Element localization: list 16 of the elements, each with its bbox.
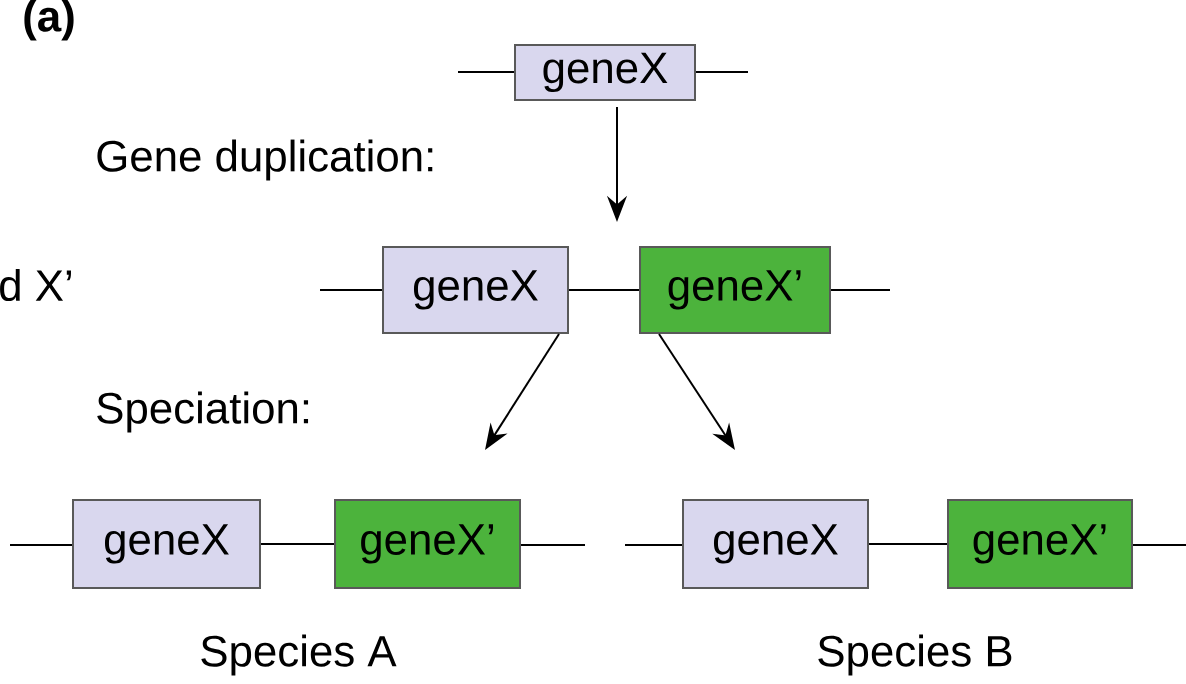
connector-line (568, 289, 640, 291)
connector-line (868, 543, 948, 545)
gene-box: geneX’ (639, 246, 831, 334)
species-label: Species A (201, 634, 397, 676)
gene-box: geneX (72, 499, 261, 589)
gene-box: geneX (682, 499, 869, 589)
gene-box: geneX’ (334, 499, 521, 589)
connector-line (260, 543, 335, 545)
gene-box: geneX (514, 44, 696, 101)
panel-label: (a) (24, 0, 74, 41)
cropped-text: d X’ (0, 268, 71, 302)
species-label: Species B (818, 634, 1012, 676)
step-label: Speciation: (97, 391, 309, 433)
gene-box: geneX (382, 246, 569, 334)
step-label: Gene duplication: (97, 139, 433, 181)
gene-box: geneX’ (947, 499, 1133, 589)
